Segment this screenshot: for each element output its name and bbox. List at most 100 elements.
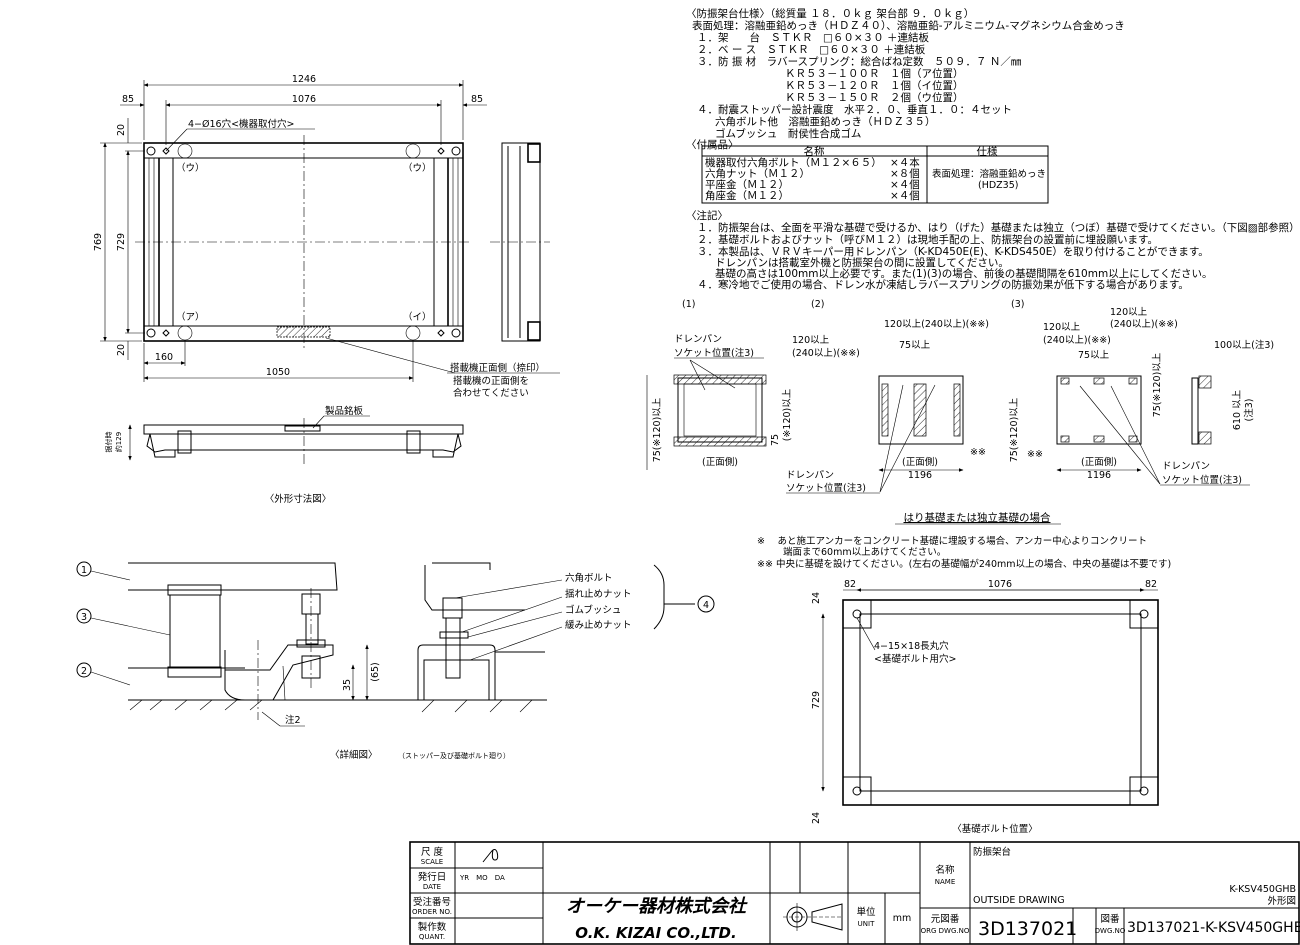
note-line: １．防振架台は、全面を平滑な基礎で受けるか、はり（げた）基礎または独立（つぼ）基… [697, 221, 1300, 234]
case-2-front: (正面側) [902, 456, 938, 468]
note-line: ３．本製品は、ＶＲＶキーパー用ドレンパン（K-KD450E(E)、K-KDS45… [697, 245, 1209, 258]
case-3-dim-610-note: (注3) [1243, 399, 1255, 422]
company-logo-en: O.K. KIZAI CO.,LTD. [575, 924, 736, 942]
accessory-spec: (HDZ35) [978, 180, 1018, 191]
dim-35: 35 [342, 679, 353, 691]
dim-729: 729 [116, 233, 127, 251]
foundation-note: ※※ 中央に基礎を設けてください。(左右の基礎幅が240mm以上の場合、中央の基… [757, 558, 1171, 570]
note-line: ２．基礎ボルトおよびナット（呼びＭ１２）は現地手配の上、防振架台の設置前に埋設願… [697, 233, 1158, 246]
case-2-dim-75c: (※120)以上 [782, 388, 793, 441]
callout-1: 1 [81, 565, 87, 576]
product-name: 防振架台 [973, 846, 1011, 858]
case-1-label: (1) [682, 299, 695, 310]
spec-line: ３．防 振 材 ラバースプリング：総合ばね定数 ５０９．７ Ｎ／㎜ [697, 55, 1022, 68]
date-value: YR MO DA [459, 874, 505, 882]
dim-85-right: 85 [471, 94, 483, 105]
spec-line: ゴムブッシュ 耐侯性合成ゴム [715, 127, 861, 140]
model-number: K-KSV450GHB [1229, 884, 1296, 895]
case-2-dim-75b: 75 [770, 434, 781, 446]
case-2-dim-120: 120以上 [792, 335, 830, 346]
outline-top-view: 1246 1076 85 85 769 729 20 20 160 1050 4… [93, 74, 560, 399]
dim-65: (65) [370, 662, 381, 682]
name-label-en: NAME [935, 878, 956, 886]
spec-block: 〈防振架台仕様〉（総質量 １８．０ｋｇ 架台部 ９．０ｋｇ） 表面処理：溶融亜鉛… [686, 7, 1125, 140]
name-label: 名称 [935, 864, 955, 876]
case-1-dim: 75(※120)以上 [652, 397, 663, 462]
case-3-dim-75: 75以上 [1078, 350, 1110, 361]
note-line: ４．寒冷地でご使用の場合、ドレン水が凍結しラバースプリングの防振効果が低下する場… [697, 278, 1189, 291]
callout-4: 4 [703, 600, 709, 611]
date-label: 発行日 [418, 871, 447, 883]
detail-drawing: 35 (65) 1 3 2 注2 六角ボルト 揺れ止めナット ゴムブッシュ 緩み… [76, 561, 715, 761]
accessory-qty: ×４個 [890, 189, 920, 202]
dwg-label: 図番 [1100, 913, 1120, 925]
company-logo-jp: オーケー器材株式会社 [566, 896, 748, 917]
drain-socket-label: ドレンパン [1162, 461, 1210, 472]
case-3-dim-100: 100以上(注3) [1214, 339, 1274, 351]
col-spec-header: 仕様 [977, 145, 998, 158]
case-2-dim-1196: 1196 [908, 470, 932, 481]
unit-label: 単位 [856, 906, 876, 918]
spec-line: 表面処理：溶融亜鉛めっき（ＨＤＺ４０）、溶融亜鉛-アルミニウム-マグネシウム合金… [692, 19, 1125, 32]
date-label-en: DATE [423, 883, 441, 891]
case-3-dim-120: 120以上 [1043, 322, 1081, 333]
spec-line: ＫＲ５３－１２０Ｒ １個（イ位置） [785, 79, 964, 92]
foundation-note: 端面まで60mm以上あけてください。 [783, 546, 946, 558]
dim-85-left: 85 [122, 94, 134, 105]
dwg-number: 3D137021-K-KSV450GHB [1127, 920, 1300, 936]
outline-caption: 〈外形寸法図〉 [265, 493, 332, 505]
label-lock-nut: 緩み止めナット [565, 619, 632, 631]
case-2-label: (2) [811, 299, 824, 310]
foundation-cases: (1) (2) (3) (正面側) ドレンパン ソケット位置(注3) 75(※1… [646, 299, 1274, 570]
case-1-front: (正面側) [702, 456, 738, 468]
pos-a: （ア） [176, 311, 205, 323]
base-dim-729: 729 [811, 691, 822, 709]
accessory-spec: 表面処理：溶融亜鉛めっき [932, 168, 1046, 180]
height-label: 据付時 [104, 432, 113, 453]
drain-socket-label: ソケット位置(注3) [674, 347, 754, 359]
pos-u-left: （ウ） [176, 162, 205, 174]
order-label-en: ORDER NO. [412, 908, 452, 916]
detail-caption-sub: （ストッパー及び基礎ボルト廻り） [398, 751, 510, 760]
orig-dwg-number: 3D137021 [978, 918, 1077, 940]
spec-line: ＫＲ５３－１００Ｒ １個（ア位置） [785, 67, 964, 80]
case-3-dim-left: 75(※120)以上 [1009, 397, 1020, 462]
accessory-name: 六角ナット（Ｍ１２） [705, 168, 810, 180]
foundation-title: はり基礎または独立基礎の場合 [904, 511, 1051, 524]
note-line: 基礎の高さは100mm以上必要です。また(1)(3)の場合、前後の基礎間隔を61… [715, 267, 1213, 280]
case-3-front: (正面側) [1081, 456, 1117, 468]
note-line: ドレンパンは搭載室外機と防振架台の間に設置してください。 [715, 256, 1009, 269]
accessory-name: 角座金（Ｍ１２） [705, 189, 789, 202]
scale-label-en: SCALE [421, 858, 443, 866]
dim-160: 160 [155, 352, 173, 363]
notes-heading: 〈注記〉 [686, 209, 728, 222]
order-label: 受注番号 [413, 896, 451, 908]
spec-line: ４．耐震ストッパー設計震度 水平２．０、垂直１．０：４セット [697, 103, 1012, 116]
label-hex-bolt: 六角ボルト [565, 572, 613, 584]
accessory-qty: ×８個 [890, 167, 920, 180]
drain-socket-label: ソケット位置(注3) [1162, 474, 1242, 486]
accessories-table: 〈付属品〉 名称 仕様 機器取付六角ボルト（Ｍ１２×６５） ×４本 六角ナット（… [686, 138, 1049, 204]
accessory-name: 平座金（Ｍ１２） [705, 178, 789, 191]
front-mark-label: 搭載機の正面側を [453, 375, 529, 387]
outline-front-view: 製品銘板 据付時 約129 〈外形寸法図〉 [104, 405, 464, 505]
dwg-label-en: DWG.NO [1095, 927, 1126, 935]
dim-20-bottom: 20 [116, 344, 127, 356]
spec-line: 六角ボルト他 溶融亜鉛めっき（ＨＤＺ３５） [715, 115, 936, 128]
slot-label: 4−15×18長丸穴 [874, 640, 949, 652]
case-3-label: (3) [1011, 299, 1024, 310]
drawing-title-jp: 外形図 [1267, 895, 1296, 907]
slot-label: <基礎ボルト用穴> [874, 653, 956, 665]
accessory-name: 機器取付六角ボルト（Ｍ１２×６５） [705, 156, 882, 169]
title-block: 尺 度 SCALE 発行日 DATE YR MO DA 受注番号 ORDER N… [409, 841, 1300, 945]
orig-dwg-label-en: ORG DWG.NO [921, 927, 970, 935]
case-2-dim-120-240: 120以上(240以上)(※※) [884, 319, 989, 330]
dim-769: 769 [93, 233, 104, 251]
scale-symbol [482, 849, 499, 863]
case-3-dim-240: (240以上)(※※) [1043, 335, 1111, 346]
accessory-qty: ×４本 [890, 156, 920, 169]
callout-2: 2 [81, 666, 87, 677]
base-dim-24-bottom: 24 [811, 812, 822, 824]
base-caption: 〈基礎ボルト位置〉 [952, 823, 1038, 835]
base-bolt-drawing: 82 1076 82 729 24 24 4−15×18長丸穴 <基礎ボルト用穴… [811, 579, 1159, 835]
